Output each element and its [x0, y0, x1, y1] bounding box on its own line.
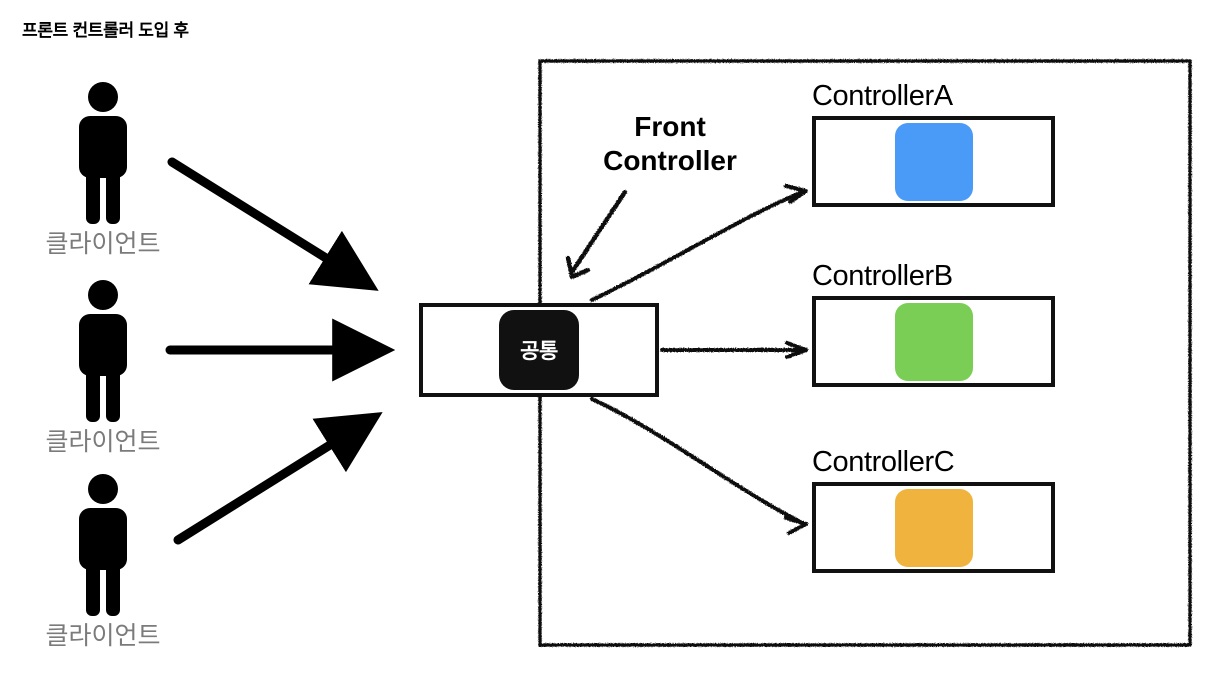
client-label-1: 클라이언트 [45, 230, 161, 258]
person-icon [79, 474, 127, 616]
client-actor-2[interactable]: 클라이언트 [28, 278, 178, 455]
controller-b-swatch [894, 302, 973, 381]
client-label-2: 클라이언트 [45, 428, 161, 456]
page-title: 프론트 컨트롤러 도입 후 [22, 21, 189, 40]
controller-a-box [812, 116, 1055, 207]
person-icon [79, 82, 127, 224]
controller-card-a[interactable]: ControllerA [812, 82, 1055, 207]
arrow-client1-to-dispatcher [167, 157, 379, 291]
arrow-client3-to-dispatcher [173, 412, 383, 545]
dispatcher-common-chip: 공통 [499, 310, 579, 390]
front-controller-annotation-line2: Controller [603, 145, 737, 177]
controller-c-swatch [894, 488, 973, 567]
front-controller-dispatcher-box[interactable]: 공통 [419, 303, 659, 397]
controller-c-name: ControllerC [812, 446, 955, 478]
front-controller-annotation: Front Controller [565, 110, 775, 178]
controller-card-b[interactable]: ControllerB [812, 262, 1055, 387]
person-icon [79, 280, 127, 422]
controller-a-name: ControllerA [812, 80, 953, 112]
client-actor-1[interactable]: 클라이언트 [28, 80, 178, 257]
client-label-3: 클라이언트 [45, 622, 161, 650]
controller-b-name: ControllerB [812, 260, 953, 292]
front-controller-annotation-line1: Front [634, 111, 706, 142]
controller-a-swatch [894, 122, 973, 201]
controller-b-box [812, 296, 1055, 387]
arrow-dispatcher-to-controller-c [590, 397, 808, 535]
client-actor-3[interactable]: 클라이언트 [28, 472, 178, 649]
arrow-dispatcher-to-controller-b [660, 341, 808, 359]
arrow-front-controller-annotation [565, 189, 628, 280]
controller-card-c[interactable]: ControllerC [812, 448, 1055, 573]
arrow-dispatcher-to-controller-a [590, 184, 808, 302]
controller-c-box [812, 482, 1055, 573]
